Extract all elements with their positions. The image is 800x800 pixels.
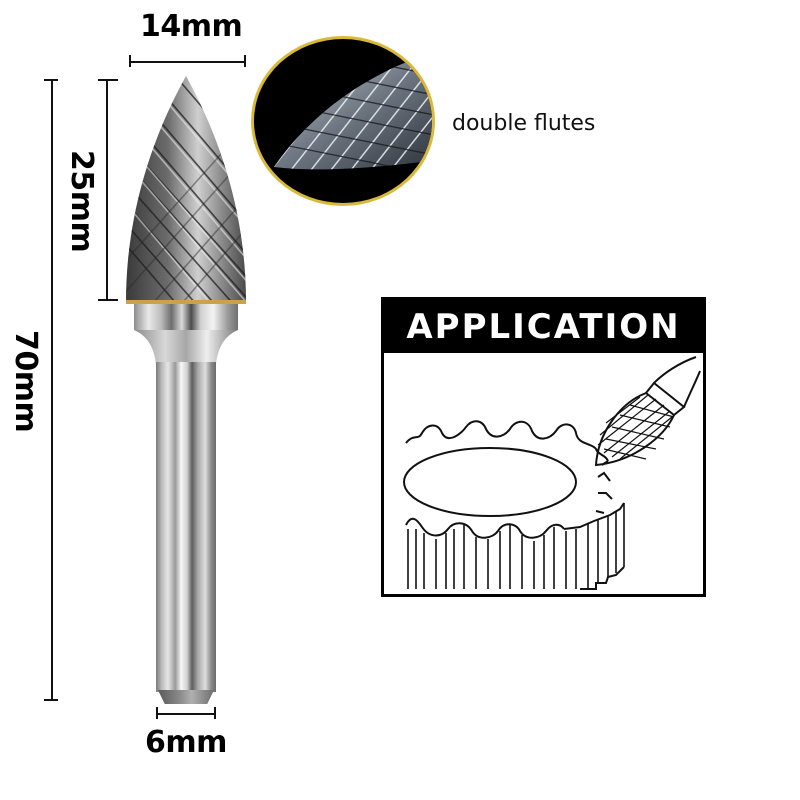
- burr-shank-chamfer: [158, 690, 214, 704]
- gear-deburring-illustration-icon: [403, 356, 701, 590]
- burr-shank: [156, 362, 216, 692]
- double-flute-closeup-icon: [274, 49, 432, 170]
- overall-length-label: 70mm: [8, 330, 43, 433]
- shank-diameter-tick-right: [214, 707, 216, 719]
- overall-length-tick-bottom: [44, 699, 58, 701]
- shank-diameter-tick-left: [156, 707, 158, 719]
- shank-diameter-label: 6mm: [145, 725, 227, 760]
- head-width-dimension-line: [130, 61, 245, 63]
- double-flutes-label: double flutes: [452, 111, 596, 136]
- flute-closeup-magnifier: [251, 36, 435, 206]
- head-width-tick-left: [129, 55, 131, 67]
- application-title: APPLICATION: [384, 300, 703, 353]
- overall-length-dimension-line: [51, 80, 53, 700]
- head-length-label: 25mm: [64, 150, 99, 253]
- application-panel: APPLICATION: [381, 297, 706, 597]
- head-width-tick-right: [244, 55, 246, 67]
- burr-head-flame-icon: [126, 76, 246, 304]
- head-length-tick-bottom: [98, 299, 118, 301]
- head-length-tick-top: [98, 79, 118, 81]
- burr-neck: [134, 304, 238, 330]
- overall-length-tick-top: [44, 79, 58, 81]
- burr-neck-flare: [134, 330, 238, 364]
- head-width-label: 14mm: [140, 9, 243, 44]
- head-length-dimension-line: [106, 80, 108, 300]
- shank-diameter-dimension-line: [157, 713, 215, 715]
